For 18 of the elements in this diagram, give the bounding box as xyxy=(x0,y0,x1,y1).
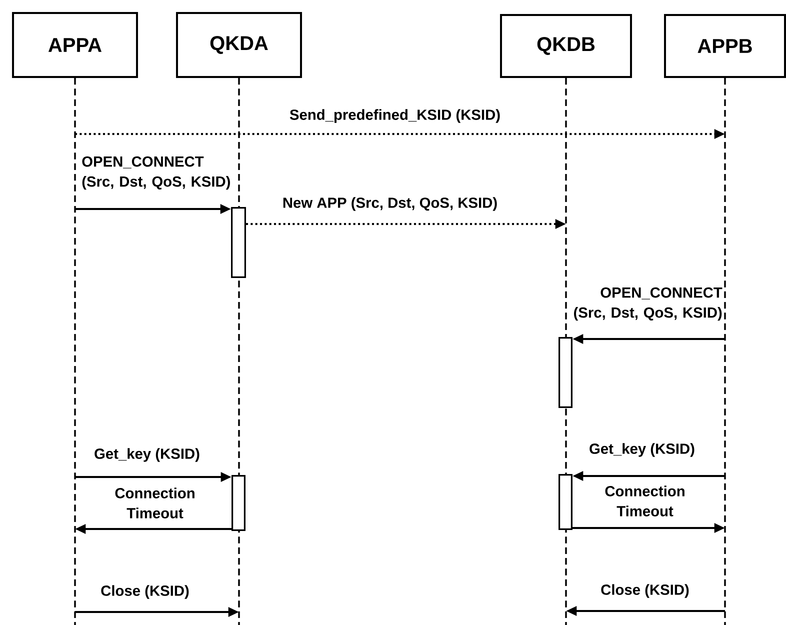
activation-bar xyxy=(558,337,572,408)
participant-box: QKDB xyxy=(500,14,632,78)
edge-label: New APP (Src, Dst, QoS, KSID) xyxy=(283,197,497,211)
edge-label: Close (KSID) xyxy=(601,584,689,598)
activation-bar xyxy=(558,474,572,530)
edge-label: Connection Timeout xyxy=(115,488,194,518)
edge-label: OPEN_CONNECT (Src, Dst, QoS, KSID) xyxy=(82,156,230,190)
participant-box: APPA xyxy=(12,12,138,78)
edge-label: Send_predefined_KSID (KSID) xyxy=(290,109,500,123)
participant-box: QKDA xyxy=(176,12,302,78)
edge-label: OPEN_CONNECT (Src, Dst, QoS, KSID) xyxy=(574,287,722,321)
edge-label: Connection Timeout xyxy=(605,486,684,516)
edge-label: Close (KSID) xyxy=(101,585,189,599)
participant-box: APPB xyxy=(664,14,786,78)
activation-bar xyxy=(232,475,246,531)
edge-label: Get_key (KSID) xyxy=(94,448,200,462)
edge-label: Get_key (KSID) xyxy=(590,443,694,457)
activation-bar xyxy=(231,207,246,278)
